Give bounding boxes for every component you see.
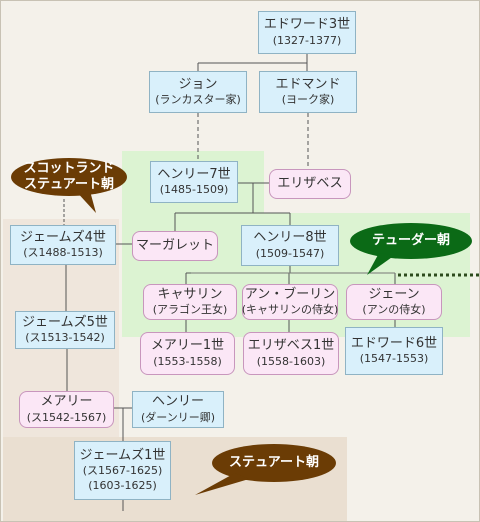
person-name: ジェームズ4世 (20, 229, 106, 245)
person-name: キャサリン (157, 286, 223, 302)
person-house: (ヨーク家) (281, 93, 335, 107)
line-james4-james5 (61, 258, 67, 311)
person-name: マーガレット (135, 238, 214, 254)
person-name: ヘンリー8世 (253, 230, 327, 246)
line-descent-dashed (197, 113, 309, 169)
label-scotland-line1: スコットランド (23, 161, 115, 177)
line-wives-children (185, 320, 396, 332)
person-catherine[interactable]: キャサリン (アラゴン王女) (143, 284, 237, 320)
label-scotland-stuart: スコットランド ステュアート朝 (10, 157, 128, 217)
person-dates: (1553-1558) (153, 354, 222, 368)
person-house: (ランカスター家) (155, 93, 241, 107)
person-note: (アラゴン王女) (152, 303, 228, 317)
person-name: ヘンリー (151, 394, 204, 410)
person-dates: (ス1513-1542) (25, 331, 105, 345)
person-dates: (1558-1603) (256, 354, 326, 368)
person-title: (ダーンリー卿) (140, 410, 216, 424)
person-note: (キャサリンの侍女) (241, 303, 339, 317)
person-henry7[interactable]: ヘンリー7世 (1485-1509) (150, 161, 238, 203)
person-name: ジェーン (368, 286, 420, 302)
person-james4[interactable]: ジェームズ4世 (ス1488-1513) (10, 225, 116, 265)
line-henry7-children (174, 183, 291, 231)
line-edward3-children (197, 54, 308, 71)
person-henry8[interactable]: ヘンリー8世 (1509-1547) (241, 225, 339, 266)
person-anne[interactable]: アン・ブーリン (キャサリンの侍女) (242, 284, 338, 320)
person-dates: (1509-1547) (255, 246, 325, 260)
label-stuart-text: ステュアート朝 (229, 455, 319, 471)
person-dates: (1547-1553) (359, 352, 429, 366)
person-name: エドワード6世 (350, 335, 438, 351)
person-james1[interactable]: ジェームズ1世 (ス1567-1625) (1603-1625) (74, 441, 171, 500)
person-name: エリザベス1世 (247, 338, 335, 354)
label-tudor: テューダー朝 (349, 221, 473, 281)
label-stuart: ステュアート朝 (191, 443, 337, 503)
person-dates: (1327-1377) (272, 33, 342, 47)
person-name: アン・ブーリン (244, 286, 336, 302)
line-mary-marriage (114, 407, 132, 441)
person-elizabeth1[interactable]: エリザベス1世 (1558-1603) (243, 332, 339, 375)
person-name: メアリー (40, 394, 93, 410)
person-dates-scotland: (ス1567-1625) (82, 464, 163, 478)
label-tudor-text: テューダー朝 (371, 233, 450, 249)
person-darnley[interactable]: ヘンリー (ダーンリー卿) (132, 391, 224, 428)
person-edward6[interactable]: エドワード6世 (1547-1553) (345, 327, 443, 375)
person-name: メアリー1世 (150, 338, 225, 354)
person-edward3[interactable]: エドワード3世 (1327-1377) (258, 11, 356, 54)
person-jane[interactable]: ジェーン (アンの侍女) (346, 284, 442, 320)
person-name: ジェームズ1世 (79, 447, 166, 463)
person-margaret[interactable]: マーガレット (132, 231, 218, 261)
person-mary-queen-of-scots[interactable]: メアリー (ス1542-1567) (19, 391, 114, 428)
person-edmund[interactable]: エドマンド (ヨーク家) (259, 71, 357, 113)
person-mary1[interactable]: メアリー1世 (1553-1558) (140, 332, 235, 375)
person-dates: (ス1488-1513) (23, 246, 103, 260)
person-dates-england: (1603-1625) (88, 479, 157, 493)
person-note: (アンの侍女) (362, 303, 426, 317)
person-name: エリザベス (277, 176, 343, 192)
person-elizabeth[interactable]: エリザベス (269, 169, 351, 199)
person-name: ヘンリー7世 (157, 166, 231, 182)
person-dates: (ス1542-1567) (26, 410, 107, 424)
label-scotland-line2: ステュアート朝 (24, 177, 114, 192)
person-john[interactable]: ジョン (ランカスター家) (149, 71, 247, 113)
person-name: エドマンド (275, 76, 341, 92)
person-name: ジョン (178, 76, 218, 92)
person-name: エドワード3世 (263, 17, 351, 33)
person-james5[interactable]: ジェームズ5世 (ス1513-1542) (15, 311, 115, 349)
person-dates: (1485-1509) (159, 183, 229, 197)
person-name: ジェームズ5世 (22, 314, 108, 330)
